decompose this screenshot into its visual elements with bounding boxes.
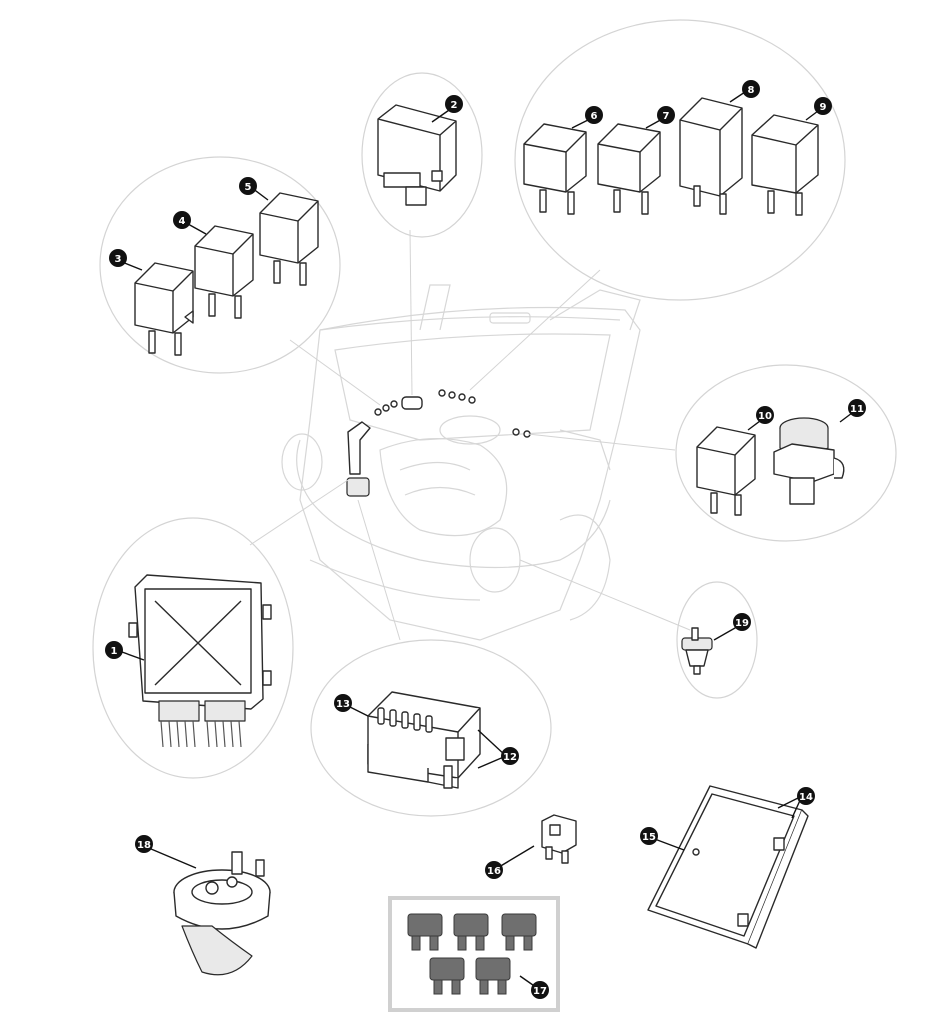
horn-18-icon [173,851,271,976]
callout-3: 3 [109,249,127,267]
leader-lines [249,229,691,641]
svg-text:18: 18 [137,840,151,851]
svg-text:7: 7 [663,111,670,122]
callout-12: 12 [501,747,519,765]
svg-text:14: 14 [799,792,813,803]
fuse-box-icon [367,691,481,789]
callout-1: 1 [105,641,123,659]
relay-5-icon [259,192,319,286]
svg-text:5: 5 [245,182,252,193]
svg-text:15: 15 [642,832,656,843]
svg-text:9: 9 [820,102,827,113]
callout-16: 16 [485,861,503,879]
relay-3-icon [134,262,194,356]
ecu-1-icon [128,574,272,748]
module-15-icon [647,785,809,949]
engine-bay-components [346,389,531,497]
callout-10: 10 [756,406,774,424]
fuse-set-17-icon [407,913,537,995]
relay-6-icon [523,123,587,215]
relay-9-icon [751,114,819,216]
callout-17: 17 [531,981,549,999]
svg-text:3: 3 [115,254,122,265]
callout-13: 13 [334,694,352,712]
callout-2: 2 [445,95,463,113]
svg-text:10: 10 [758,411,772,422]
svg-text:17: 17 [533,986,547,997]
relay-4-icon [194,225,254,319]
callout-18: 18 [135,835,153,853]
svg-text:16: 16 [487,866,501,877]
relay-8-icon [679,97,743,215]
svg-text:19: 19 [735,618,749,629]
detail-bubbles [92,19,897,817]
callout-14: 14 [797,787,815,805]
switch-11-icon [773,417,845,505]
callout-4: 4 [173,211,191,229]
svg-text:1: 1 [111,646,118,657]
callout-7: 7 [657,106,675,124]
car-outline-icon [281,284,641,641]
switch-19-icon [681,627,713,675]
svg-text:11: 11 [850,404,864,415]
callout-19: 19 [733,613,751,631]
svg-text:13: 13 [336,699,350,710]
blade-fuse-16-icon [541,814,577,864]
svg-text:2: 2 [451,100,458,111]
module-2-icon [377,104,457,206]
svg-text:12: 12 [503,752,517,763]
svg-text:8: 8 [748,85,755,96]
callout-5: 5 [239,177,257,195]
svg-text:6: 6 [591,111,598,122]
callout-11: 11 [848,399,866,417]
relay-7-icon [597,123,661,215]
callout-15: 15 [640,827,658,845]
svg-text:4: 4 [179,216,186,227]
callout-9: 9 [814,97,832,115]
relay-10-icon [696,426,756,516]
callout-6: 6 [585,106,603,124]
callout-8: 8 [742,80,760,98]
